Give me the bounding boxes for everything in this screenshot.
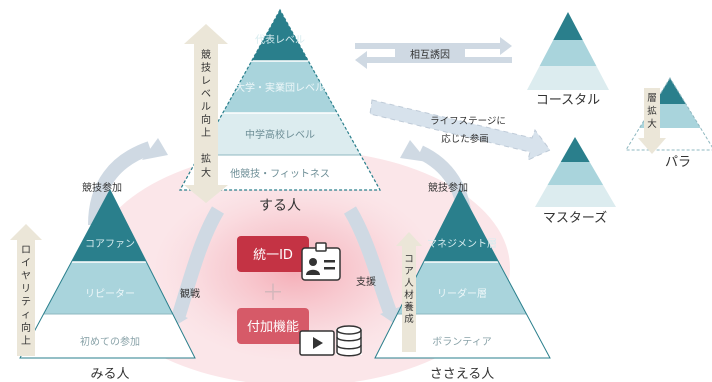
expand-arrow xyxy=(184,146,228,203)
curve-arrow-support xyxy=(343,206,397,315)
right-pyramid-label: ささえる人 xyxy=(430,367,495,382)
center-level-university: 大学・実業団レベル xyxy=(235,81,325,94)
left-level-repeat: リピーター xyxy=(85,288,135,300)
expand-char-2: 大 xyxy=(201,166,211,179)
expand-char-1: 拡 xyxy=(201,152,211,165)
compete-left-label: 競技参加 xyxy=(82,181,122,194)
coastal-pyramid xyxy=(527,12,609,90)
plus-sign: ＋ xyxy=(262,281,284,306)
database-icon xyxy=(336,325,362,357)
center-pyramid-label: する人 xyxy=(259,198,301,214)
para-expand-char-3: 大 xyxy=(647,118,657,130)
mutual-label-bg xyxy=(395,47,465,60)
para-label: パラ xyxy=(665,155,691,170)
compete-right-label: 競技参加 xyxy=(428,181,468,194)
right-pyramid-outline xyxy=(374,188,551,359)
core-training-char-4: 材 xyxy=(404,289,414,301)
watch-label: 観戦 xyxy=(180,287,200,300)
level-up-char-5: ル xyxy=(201,102,211,113)
support-label: 支援 xyxy=(356,275,376,288)
level-up-char-1: 競 xyxy=(201,48,211,61)
para-expand-char-1: 層 xyxy=(647,93,657,104)
para-expand-arrow xyxy=(638,88,666,154)
curve-arrow-right-up-head xyxy=(400,140,428,162)
core-training-char-5: 養 xyxy=(404,301,414,313)
life-stage-label-line2: 応じた参画 xyxy=(441,133,489,145)
core-training-char-1: コ xyxy=(404,254,414,265)
level-up-char-6: 向 xyxy=(201,113,211,126)
right-level-leader: リーダー層 xyxy=(437,287,487,300)
core-training-char-2: ア xyxy=(404,266,414,277)
mutual-label: 相互誘因 xyxy=(410,48,450,61)
core-training-char-3: 人 xyxy=(404,278,414,289)
level-up-char-3: レ xyxy=(201,76,211,87)
para-pyramid xyxy=(626,78,712,150)
loyalty-char-7: 向 xyxy=(21,321,31,334)
level-up-char-7: 上 xyxy=(201,127,211,139)
mutual-arrow-right xyxy=(355,37,512,55)
left-level-first: 初めての参加 xyxy=(80,335,140,348)
coastal-label: コースタル xyxy=(536,93,600,108)
unified-id-box xyxy=(237,236,309,272)
loyalty-char-8: 上 xyxy=(21,335,31,347)
para-expand-char-2: 拡 xyxy=(647,105,657,117)
unified-id-label: 統一ID xyxy=(253,248,293,263)
loyalty-char-6: ィ xyxy=(21,310,31,321)
left-pyramid-outline xyxy=(19,188,196,359)
loyalty-char-4: リ xyxy=(21,284,31,295)
life-stage-arrow xyxy=(369,99,551,161)
curve-arrow-left-up-head xyxy=(142,138,168,160)
right-level-volunteer: ボランティア xyxy=(432,336,491,348)
core-training-char-6: 成 xyxy=(404,313,414,325)
media-icon xyxy=(299,330,335,356)
left-level-core: コアファン xyxy=(85,239,135,250)
features-box xyxy=(237,308,309,344)
core-training-arrow xyxy=(396,232,422,352)
loyalty-arrow xyxy=(10,224,42,356)
curve-arrow-watch xyxy=(171,206,225,321)
id-card-icon xyxy=(301,242,341,281)
life-stage-label-line1: ライフステージに xyxy=(430,116,506,127)
level-up-arrow xyxy=(184,24,228,148)
level-up-char-2: 技 xyxy=(201,61,211,74)
features-label: 付加機能 xyxy=(247,320,299,335)
masters-label: マスターズ xyxy=(543,210,607,226)
center-level-top: 代表レベル xyxy=(255,33,305,46)
loyalty-char-2: イ xyxy=(21,258,31,269)
right-level-management: マネジメント層 xyxy=(427,238,497,250)
center-pyramid-outline xyxy=(178,8,382,191)
level-up-char-4: ベ xyxy=(201,88,211,100)
center-level-other: 他競技・フィットネス xyxy=(230,167,330,180)
loyalty-char-1: ロ xyxy=(21,245,31,256)
loyalty-char-3: ヤ xyxy=(21,271,31,282)
loyalty-char-5: テ xyxy=(21,297,31,308)
center-level-school: 中学高校レベル xyxy=(245,128,315,141)
left-pyramid-label: みる人 xyxy=(90,367,129,382)
curve-arrow-left-up xyxy=(88,141,153,226)
